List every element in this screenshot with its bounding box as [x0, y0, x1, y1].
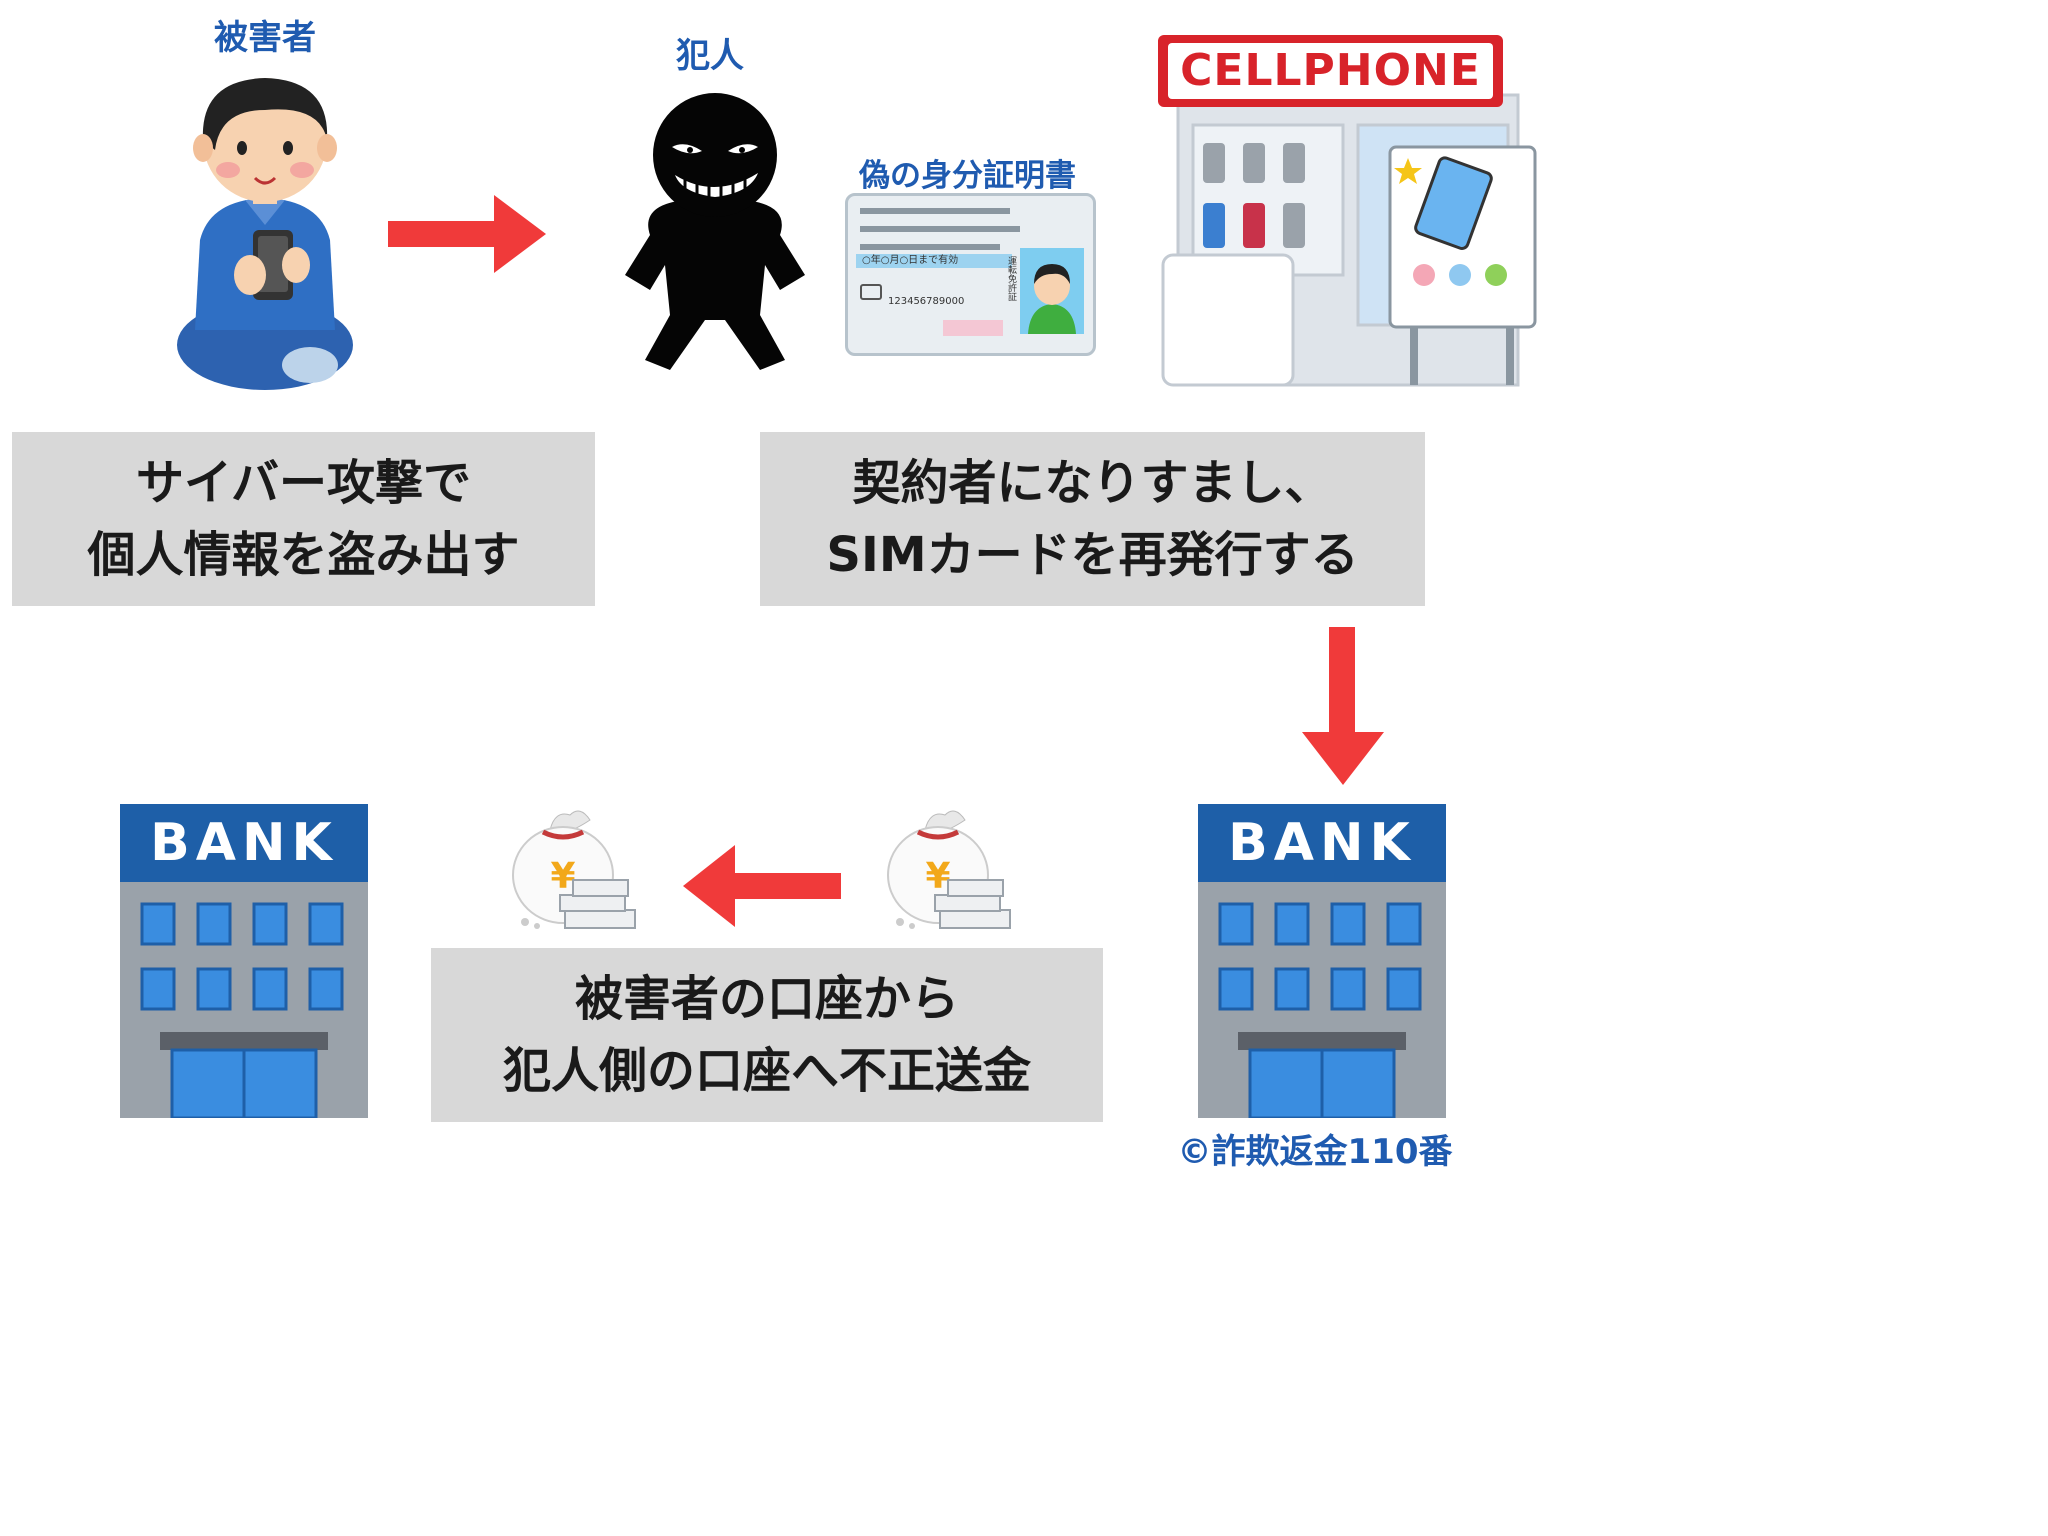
arrow-left	[683, 845, 841, 927]
bank-sign-right: BANK	[1228, 813, 1416, 873]
id-line	[860, 226, 1020, 232]
arrow-right-1	[388, 195, 546, 273]
step2-line1: 契約者になりすまし、	[852, 455, 1333, 511]
bank-sign-left: BANK	[150, 813, 338, 873]
svg-text:¥: ¥	[550, 856, 575, 897]
id-chip	[860, 284, 882, 300]
step3-line1: 被害者の口座から	[574, 971, 959, 1027]
fake-id-label: 偽の身分証明書	[859, 158, 1076, 194]
money-bag-right: ¥	[887, 810, 1011, 929]
victim-label: 被害者	[214, 18, 316, 58]
criminal-bank-illustration	[120, 804, 368, 1118]
victim-bank-illustration	[1198, 804, 1446, 1118]
id-number: 123456789000	[888, 296, 965, 307]
step2-box: 契約者になりすまし、 SIMカードを再発行する	[760, 432, 1425, 606]
id-line	[860, 208, 1010, 214]
fake-id-card: ○年○月○日まで有効 123456789000 運転免許証	[845, 193, 1096, 356]
criminal-illustration	[625, 93, 805, 370]
step3-box: 被害者の口座から 犯人側の口座へ不正送金	[431, 948, 1103, 1122]
arrow-down	[1302, 627, 1384, 785]
money-bag-left: ¥	[512, 810, 636, 929]
id-line	[860, 244, 1000, 250]
step1-line2: 個人情報を盗み出す	[87, 527, 520, 583]
criminal-label: 犯人	[676, 36, 744, 76]
step1-box: サイバー攻撃で 個人情報を盗み出す	[12, 432, 595, 606]
victim-illustration	[177, 78, 353, 390]
step2-line2: SIMカードを再発行する	[826, 527, 1359, 583]
credit-text: ©詐欺返金110番	[1177, 1132, 1453, 1172]
step1-line1: サイバー攻撃で	[135, 455, 472, 511]
id-photo	[1020, 248, 1084, 334]
id-validity: ○年○月○日まで有効	[856, 254, 1012, 268]
id-stamp	[943, 320, 1003, 336]
step3-line2: 犯人側の口座へ不正送金	[502, 1043, 1031, 1099]
cellphone-store-illustration	[1158, 35, 1537, 387]
svg-text:¥: ¥	[925, 856, 950, 897]
id-side-text: 運転免許証	[1006, 256, 1016, 301]
store-sign-text: CELLPHONE	[1180, 45, 1481, 96]
